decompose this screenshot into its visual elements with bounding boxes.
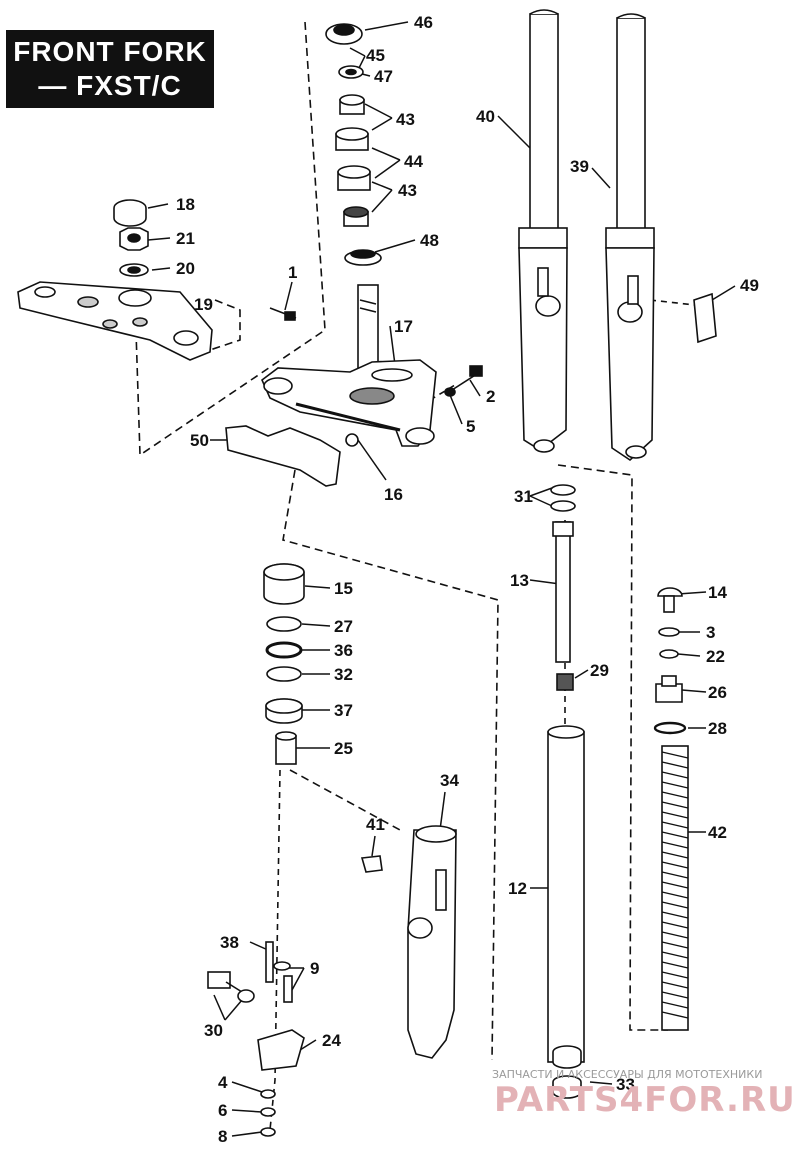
pinch-bolt-2 xyxy=(444,365,483,397)
callout-24: 24 xyxy=(322,1031,341,1050)
callout-38: 38 xyxy=(220,933,239,952)
callout-28: 28 xyxy=(708,719,727,738)
callout-14: 14 xyxy=(708,583,727,602)
callout-43-upper: 43 xyxy=(396,110,415,129)
callout-9: 9 xyxy=(310,959,319,978)
callout-5: 5 xyxy=(466,417,475,436)
upper-bracket-assembly xyxy=(17,199,213,361)
callout-44: 44 xyxy=(404,152,423,171)
part-callout-labels: 46 45 47 43 44 43 48 18 21 20 19 1 17 2 … xyxy=(176,13,759,1146)
callout-31: 31 xyxy=(514,487,533,506)
callout-37: 37 xyxy=(334,701,353,720)
watermark-brand: PARTS4FOR.RU xyxy=(494,1080,796,1120)
lower-leg-34 xyxy=(407,825,457,1059)
plate-49 xyxy=(693,292,717,344)
callout-32: 32 xyxy=(334,665,353,684)
diagram-title-line-2: — FXST/C xyxy=(38,70,182,101)
bolt-1 xyxy=(269,307,297,321)
callout-43-lower: 43 xyxy=(398,181,417,200)
callout-49: 49 xyxy=(740,276,759,295)
callout-22: 22 xyxy=(706,647,725,666)
callout-2: 2 xyxy=(486,387,495,406)
callout-48: 48 xyxy=(420,231,439,250)
callout-26: 26 xyxy=(708,683,727,702)
leader-lines xyxy=(147,21,736,1137)
diagram-title-box: FRONT FORK — FXST/C xyxy=(6,30,214,108)
ball-16 xyxy=(345,433,359,447)
callout-21: 21 xyxy=(176,229,195,248)
damper-rod-13 xyxy=(550,484,576,691)
callout-15: 15 xyxy=(334,579,353,598)
callout-29: 29 xyxy=(590,661,609,680)
callout-18: 18 xyxy=(176,195,195,214)
callout-17: 17 xyxy=(394,317,413,336)
callout-34: 34 xyxy=(440,771,459,790)
callout-45: 45 xyxy=(366,46,385,65)
callout-42: 42 xyxy=(708,823,727,842)
cover-50 xyxy=(225,425,341,487)
spring-coils xyxy=(661,751,689,1019)
callout-4: 4 xyxy=(218,1073,228,1092)
callout-50: 50 xyxy=(190,431,209,450)
callout-30: 30 xyxy=(204,1021,223,1040)
callout-6: 6 xyxy=(218,1101,227,1120)
callout-40: 40 xyxy=(476,107,495,126)
slider-tube-39 xyxy=(605,13,655,462)
seal-kit-stack xyxy=(263,563,305,765)
callout-27: 27 xyxy=(334,617,353,636)
steering-stem-bracket xyxy=(261,284,437,447)
callout-25: 25 xyxy=(334,739,353,758)
watermark-caption: ЗАПЧАСТИ И АКСЕССУАРЫ ДЛЯ МОТОТЕХНИКИ xyxy=(492,1068,763,1081)
callout-36: 36 xyxy=(334,641,353,660)
plug-41 xyxy=(360,855,383,873)
cap-bolt-stack xyxy=(653,587,687,735)
lower-hardware xyxy=(207,941,305,1137)
fork-tube-12 xyxy=(547,725,585,1099)
callout-41: 41 xyxy=(366,815,385,834)
callout-46: 46 xyxy=(414,13,433,32)
callout-12: 12 xyxy=(508,879,527,898)
callout-3: 3 xyxy=(706,623,715,642)
callout-16: 16 xyxy=(384,485,403,504)
callout-1: 1 xyxy=(288,263,297,282)
slider-tube-40 xyxy=(518,9,568,453)
callout-39: 39 xyxy=(570,157,589,176)
callout-20: 20 xyxy=(176,259,195,278)
callout-33: 33 xyxy=(616,1075,635,1094)
callout-8: 8 xyxy=(218,1127,227,1146)
callout-19: 19 xyxy=(194,295,213,314)
parts-drawing xyxy=(17,9,717,1137)
callout-47: 47 xyxy=(374,67,393,86)
callout-13: 13 xyxy=(510,571,529,590)
diagram-title-line-1: FRONT FORK xyxy=(13,36,207,67)
stem-bearing-stack xyxy=(325,23,382,266)
